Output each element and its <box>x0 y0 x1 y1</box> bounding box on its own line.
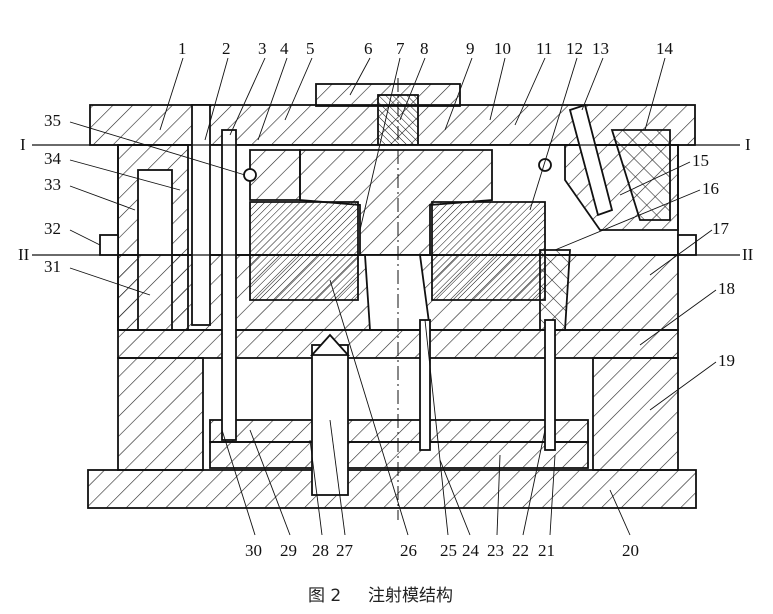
spacer-block-left <box>117 357 204 471</box>
section-mark-top-left: I <box>20 135 26 154</box>
ejector-pin-right <box>544 319 556 451</box>
callout-26: 26 <box>400 541 417 560</box>
mold-structure <box>87 83 697 509</box>
callout-13: 13 <box>592 39 609 58</box>
side-bolt-right <box>677 234 697 256</box>
callout-2: 2 <box>222 39 231 58</box>
callout-19: 19 <box>718 351 735 370</box>
callout-21: 21 <box>538 541 555 560</box>
callout-6: 6 <box>364 39 373 58</box>
cavity-block-left <box>249 149 301 201</box>
tapered-insert-right <box>539 249 571 331</box>
left-callout-labels: 35 34 33 32 31 <box>44 111 62 276</box>
callout-30: 30 <box>245 541 262 560</box>
callout-32: 32 <box>44 219 61 238</box>
callout-11: 11 <box>536 39 552 58</box>
callout-5: 5 <box>306 39 315 58</box>
figure-caption-text: 注射模结构 <box>368 586 453 606</box>
callout-1: 1 <box>178 39 187 58</box>
bottom-clamp-plate <box>87 469 697 509</box>
callout-15: 15 <box>692 151 709 170</box>
callout-35: 35 <box>44 111 61 130</box>
callout-25: 25 <box>440 541 457 560</box>
return-pin <box>191 104 211 326</box>
callout-18: 18 <box>718 279 735 298</box>
side-bolt-left <box>99 234 119 256</box>
spacer-block-right <box>592 357 679 471</box>
cooling-hole-left <box>243 168 257 182</box>
ejector-pin-left <box>221 129 237 441</box>
callout-3: 3 <box>258 39 267 58</box>
core-right <box>431 201 546 301</box>
callout-24: 24 <box>462 541 480 560</box>
top-callouts <box>159 57 666 231</box>
callout-4: 4 <box>280 39 289 58</box>
cooling-hole-right <box>538 158 552 172</box>
right-callouts <box>554 161 717 411</box>
callout-14: 14 <box>656 39 674 58</box>
bottom-callout-labels: 30 29 28 27 26 25 24 23 22 21 20 <box>245 541 639 560</box>
callout-12: 12 <box>566 39 583 58</box>
top-callout-labels: 1 2 3 4 5 6 7 8 9 10 11 12 13 14 <box>178 39 674 58</box>
callout-28: 28 <box>312 541 329 560</box>
callout-23: 23 <box>487 541 504 560</box>
bottom-callouts <box>221 279 631 536</box>
callout-31: 31 <box>44 257 61 276</box>
callout-16: 16 <box>702 179 719 198</box>
callout-20: 20 <box>622 541 639 560</box>
sprue-puller-tip <box>309 333 351 356</box>
angle-pin <box>568 103 614 217</box>
callout-33: 33 <box>44 175 61 194</box>
ejector-pin-center <box>419 319 431 451</box>
ejector-plate <box>209 441 589 469</box>
section-mark-mid-left: II <box>18 245 30 264</box>
callout-17: 17 <box>712 219 730 238</box>
figure-caption-number: 图 2 <box>308 586 341 606</box>
ejector-retainer-plate <box>209 419 589 443</box>
callout-34: 34 <box>44 149 62 168</box>
callout-27: 27 <box>336 541 354 560</box>
callout-8: 8 <box>420 39 429 58</box>
callout-10: 10 <box>494 39 511 58</box>
callout-29: 29 <box>280 541 297 560</box>
left-callouts <box>69 121 246 296</box>
callout-7: 7 <box>396 39 405 58</box>
section-mark-top-right: I <box>745 135 751 154</box>
callout-22: 22 <box>512 541 529 560</box>
callout-9: 9 <box>466 39 475 58</box>
section-mark-mid-right: II <box>742 245 754 264</box>
right-callout-labels: 15 16 17 18 19 <box>692 151 735 370</box>
core-left <box>249 201 359 301</box>
